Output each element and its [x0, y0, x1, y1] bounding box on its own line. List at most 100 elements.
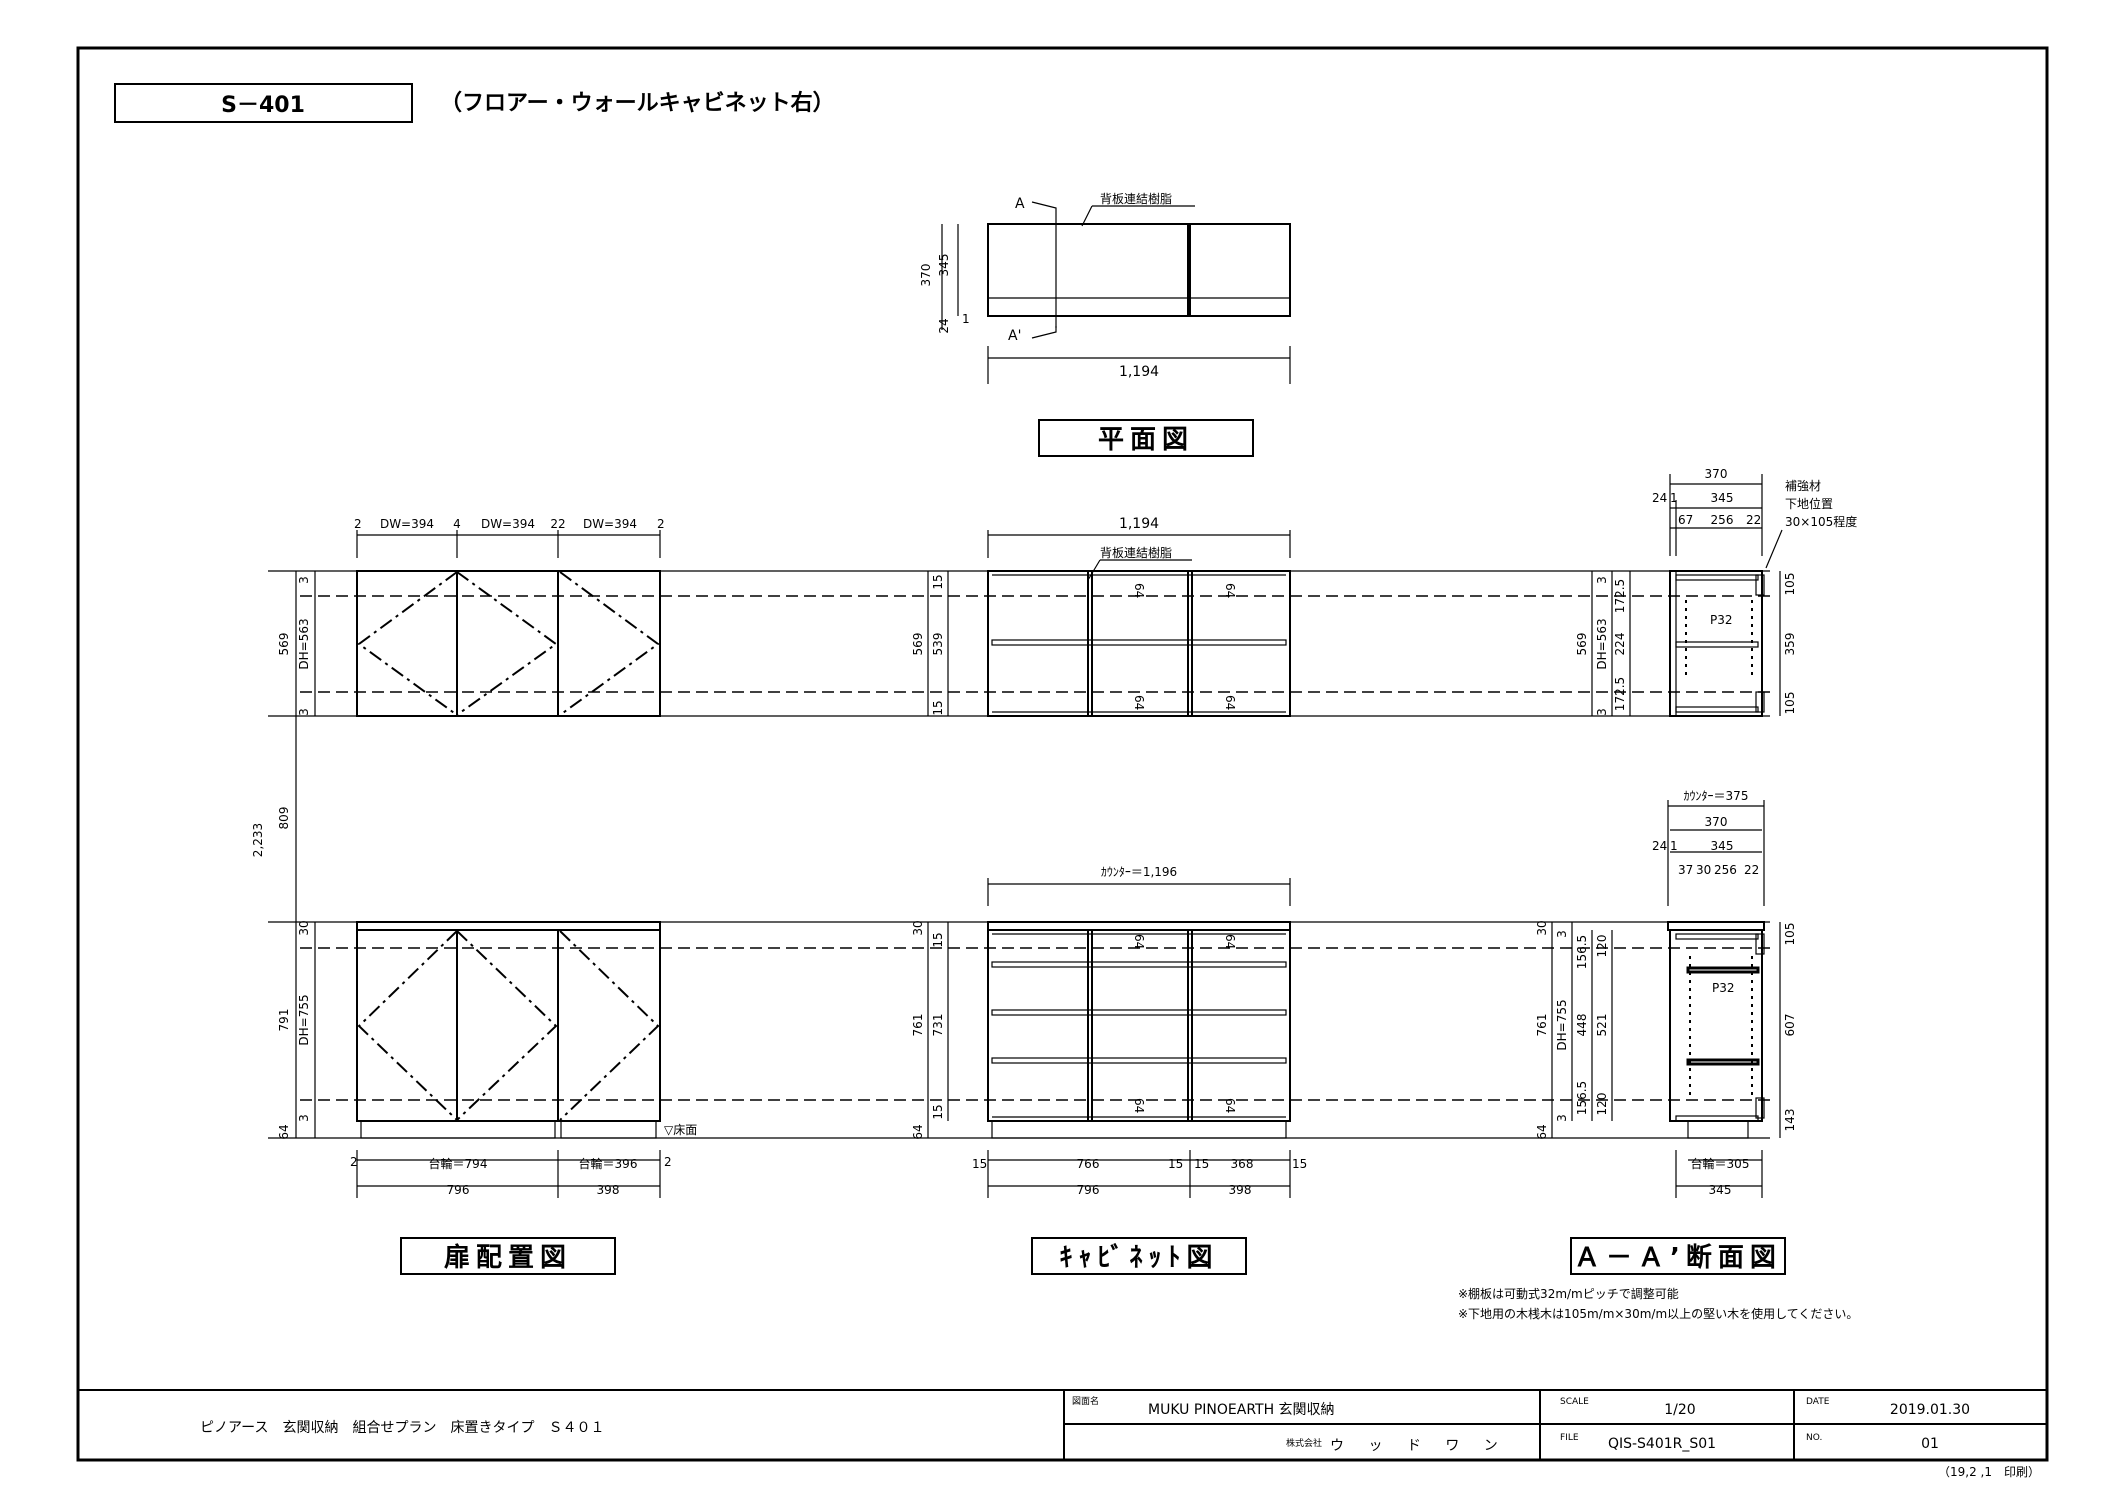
file-value: QIS-S401R_S01: [1608, 1436, 1716, 1452]
cab-bot-0: 15: [972, 1157, 987, 1171]
sec-mid-345: 345: [1711, 839, 1734, 853]
sec-dim-1725a: 172.5: [1613, 579, 1627, 613]
door-bot-2a: 2: [350, 1155, 358, 1169]
cabinet-title-box: [1031, 1237, 1247, 1275]
floor-mark: ▽床面: [664, 1123, 697, 1137]
cab-bot-5: 15: [1292, 1157, 1307, 1171]
cab-mark-6: 64: [1223, 934, 1237, 949]
door-top-dim-6: 2: [657, 517, 665, 531]
sec-dim-3a: 3: [1595, 576, 1609, 584]
plan-cabinet-right: [1189, 223, 1291, 317]
sec-p32-floor: P32: [1712, 981, 1735, 995]
sec-dim-dh-wall: DH=563: [1595, 618, 1609, 669]
cab-width-2: 398: [1229, 1183, 1252, 1197]
plan-view: A A' 背板連結樹脂 370 345 24 1 1,194 平面図: [919, 191, 1291, 457]
no-value: 01: [1921, 1436, 1939, 1452]
sec-mid-1: 1: [1670, 839, 1678, 853]
sheet-border: [76, 46, 2049, 1462]
plan-width: 1,194: [1119, 364, 1159, 380]
sec-dim-3c: 3: [1555, 930, 1569, 938]
plan-title-box: [1038, 419, 1254, 457]
door-dim-569: 569: [277, 633, 291, 656]
sec-dim-120b: 120: [1595, 1093, 1609, 1116]
cab-mark-8: 64: [1223, 1098, 1237, 1113]
cab-dim-15c: 15: [931, 932, 945, 947]
note-shelf: ※棚板は可動式32m/mピッチで調整可能: [1458, 1286, 1679, 1301]
sec-top-24: 24: [1652, 491, 1667, 505]
door-dim-3a: 3: [297, 576, 311, 584]
sec-dim-1565a: 156.5: [1575, 935, 1589, 969]
sec-mid-30: 30: [1696, 863, 1711, 877]
sec-base: 台輪＝305: [1691, 1156, 1750, 1171]
sec-dim-3d: 3: [1555, 1114, 1569, 1122]
door-width-1: 796: [447, 1183, 470, 1197]
wall-section-body: [1669, 570, 1763, 717]
door-dim-791: 791: [277, 1009, 291, 1032]
door-dim-30: 30: [297, 920, 311, 935]
cab-bot-2: 15: [1168, 1157, 1183, 1171]
wall-cabinet-body: [987, 570, 1291, 717]
cab-mark-4: 64: [1223, 695, 1237, 710]
cabinet-counter-top: [987, 921, 1291, 931]
cab-dim-539: 539: [931, 633, 945, 656]
sec-dim-105a: 105: [1783, 573, 1797, 596]
reference-lines: [268, 570, 1770, 1139]
sec-note-1: 補強材: [1785, 479, 1821, 493]
cabinet-title: ｷｬﾋﾞﾈｯﾄ図: [1059, 1242, 1218, 1273]
sec-top-67: 67: [1678, 513, 1693, 527]
door-top-dim-1: DW=394: [380, 517, 434, 531]
note-batten: ※下地用の木桟木は105m/m×30m/m以上の堅い木を使用してください。: [1458, 1306, 1858, 1321]
cab-mark-3: 64: [1132, 695, 1146, 710]
sec-dim-3b: 3: [1595, 708, 1609, 716]
sec-dim-105b: 105: [1783, 692, 1797, 715]
no-label: NO.: [1806, 1433, 1822, 1443]
cab-bot-3: 15: [1194, 1157, 1209, 1171]
sec-dim-761: 761: [1535, 1014, 1549, 1037]
sec-dim-dh-floor: DH=755: [1555, 999, 1569, 1050]
door-top-dim-0: 2: [354, 517, 362, 531]
drawing-name: MUKU PINOEARTH 玄関収納: [1148, 1401, 1335, 1418]
plan-back-panel-label: 背板連結樹脂: [1100, 191, 1172, 206]
sec-mid-370: 370: [1705, 815, 1728, 829]
plan-dim-24: 24: [937, 318, 951, 333]
section-title-box: [1570, 1237, 1786, 1275]
file-label: FILE: [1560, 1433, 1579, 1443]
cab-dim-15b: 15: [931, 700, 945, 715]
door-dim-64: 64: [277, 1124, 291, 1139]
project-name: ピノアース 玄関収納 組合せプラン 床置きタイプ Ｓ４０１: [200, 1419, 604, 1436]
door-title-box: [400, 1237, 616, 1275]
cab-dim-761: 761: [911, 1014, 925, 1037]
sec-dim-224: 224: [1613, 633, 1627, 656]
sec-dim-120a: 120: [1595, 935, 1609, 958]
sec-top-345: 345: [1711, 491, 1734, 505]
door-top-dim-3: DW=394: [481, 517, 535, 531]
sec-counter-top: [1667, 921, 1765, 931]
sec-dim-143: 143: [1783, 1109, 1797, 1132]
counter-top: [356, 921, 661, 931]
sec-top-1: 1: [1670, 491, 1678, 505]
scale-label: SCALE: [1560, 1397, 1589, 1407]
door-layout-view: 2 DW=394 4 DW=394 22 DW=394 2 ▽床面 569 DH…: [251, 517, 697, 1275]
floor-cabinet-body: [987, 929, 1291, 1122]
date-label: DATE: [1806, 1397, 1830, 1407]
cabinet-counter: ｶｳﾝﾀｰ＝1,196: [1101, 865, 1177, 879]
plinth-right: [560, 1120, 657, 1139]
cabinet-back-panel-label: 背板連結樹脂: [1100, 545, 1172, 560]
cab-mark-5: 64: [1132, 934, 1146, 949]
cab-bot-1: 766: [1077, 1157, 1100, 1171]
sec-dim-1725b: 172.5: [1613, 677, 1627, 711]
door-dim-dh-wall: DH=563: [297, 618, 311, 669]
door-base-2: 台輪＝396: [579, 1156, 638, 1171]
cab-mark-1: 64: [1132, 583, 1146, 598]
door-dim-dh-floor: DH=755: [297, 994, 311, 1045]
door-dim-gap: 809: [277, 807, 291, 830]
sec-top-256: 256: [1711, 513, 1734, 527]
sec-dim-30: 30: [1535, 920, 1549, 935]
sec-mid-256: 256: [1714, 863, 1737, 877]
sec-mid-22: 22: [1744, 863, 1759, 877]
sec-width: 345: [1709, 1183, 1732, 1197]
plan-dim-1: 1: [962, 312, 970, 326]
cab-mark-2: 64: [1223, 583, 1237, 598]
sec-top-22: 22: [1746, 513, 1761, 527]
